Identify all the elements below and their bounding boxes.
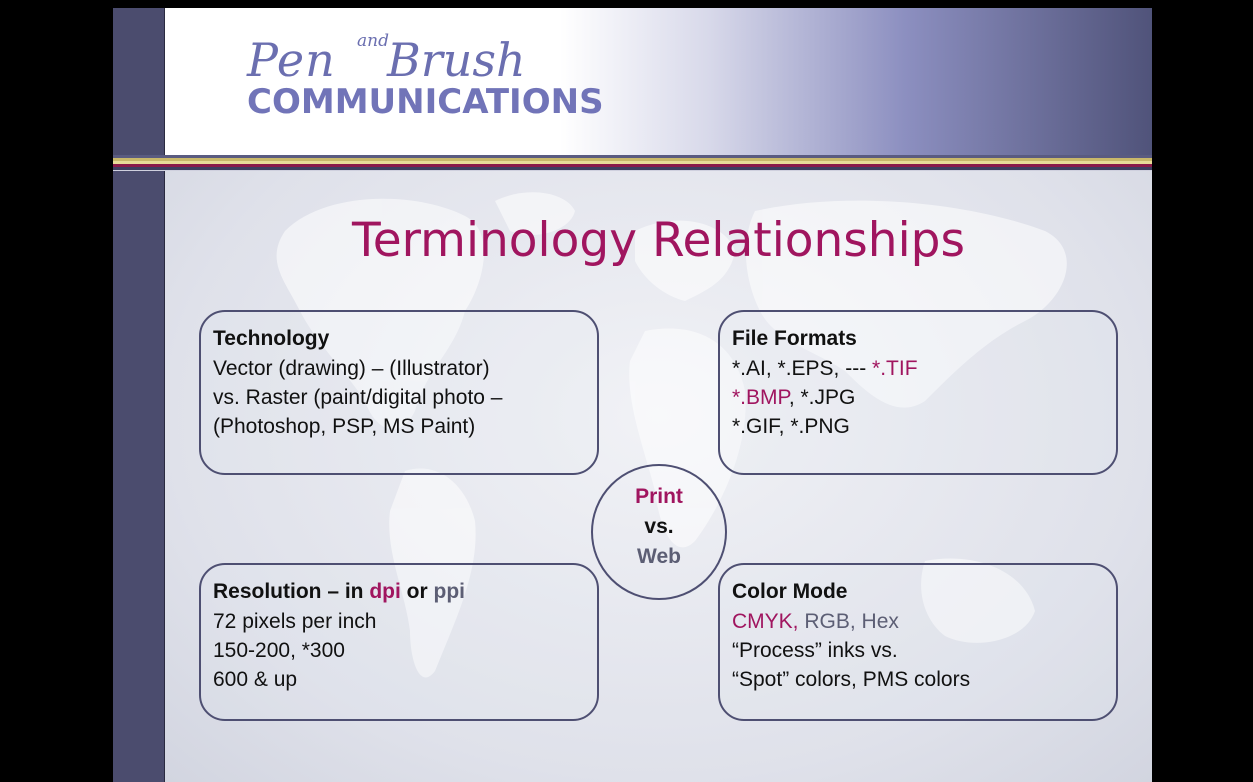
- color-mode-line-1: CMYK, RGB, Hex: [732, 610, 899, 633]
- web-label: Web: [637, 545, 681, 568]
- logo-script-and: and: [357, 31, 389, 51]
- resolution-heading: Resolution – in dpi or ppi: [213, 580, 466, 603]
- resolution-line-3: 600 & up: [213, 668, 298, 691]
- pen-and-brush-logo: Pen and Brush COMMUNICATIONS: [247, 31, 604, 128]
- technology-line-3: (Photoshop, PSP, MS Paint): [213, 415, 476, 438]
- file-formats-heading: File Formats: [732, 327, 857, 350]
- color-mode-box: Color Mode CMYK, RGB, Hex “Process” inks…: [718, 563, 1118, 721]
- header-banner: Pen and Brush COMMUNICATIONS: [165, 8, 1152, 155]
- logo-communications: COMMUNICATIONS: [247, 82, 604, 122]
- resolution-box: Resolution – in dpi or ppi 72 pixels per…: [199, 563, 599, 721]
- vs-label: vs.: [644, 515, 674, 538]
- logo-script-pen: Pen: [247, 33, 336, 87]
- slide: Pen and Brush COMMUNICATIONS Terminology…: [113, 8, 1152, 782]
- technology-box: Technology Vector (drawing) – (Illustrat…: [199, 310, 599, 475]
- resolution-line-1: 72 pixels per inch: [213, 610, 377, 633]
- logo-script-brush: Brush: [387, 33, 526, 87]
- header-stripes: [113, 155, 1152, 171]
- print-vs-web-circle: Print vs. Web: [591, 464, 727, 600]
- file-formats-box: File Formats *.AI, *.EPS, --- *.TIF *.BM…: [718, 310, 1118, 475]
- color-mode-line-2: “Process” inks vs.: [732, 639, 898, 662]
- technology-line-2: vs. Raster (paint/digital photo –: [213, 386, 503, 409]
- technology-line-1: Vector (drawing) – (Illustrator): [213, 357, 490, 380]
- file-formats-line-1: *.AI, *.EPS, --- *.TIF: [732, 357, 918, 380]
- side-strip: [113, 8, 165, 782]
- file-formats-line-2: *.BMP, *.JPG: [732, 386, 856, 409]
- color-mode-heading: Color Mode: [732, 580, 848, 603]
- resolution-line-2: 150-200, *300: [213, 639, 345, 662]
- technology-heading: Technology: [213, 327, 330, 350]
- color-mode-line-3: “Spot” colors, PMS colors: [732, 668, 971, 691]
- print-label: Print: [635, 485, 683, 508]
- slide-title: Terminology Relationships: [352, 213, 965, 268]
- file-formats-line-3: *.GIF, *.PNG: [732, 415, 850, 438]
